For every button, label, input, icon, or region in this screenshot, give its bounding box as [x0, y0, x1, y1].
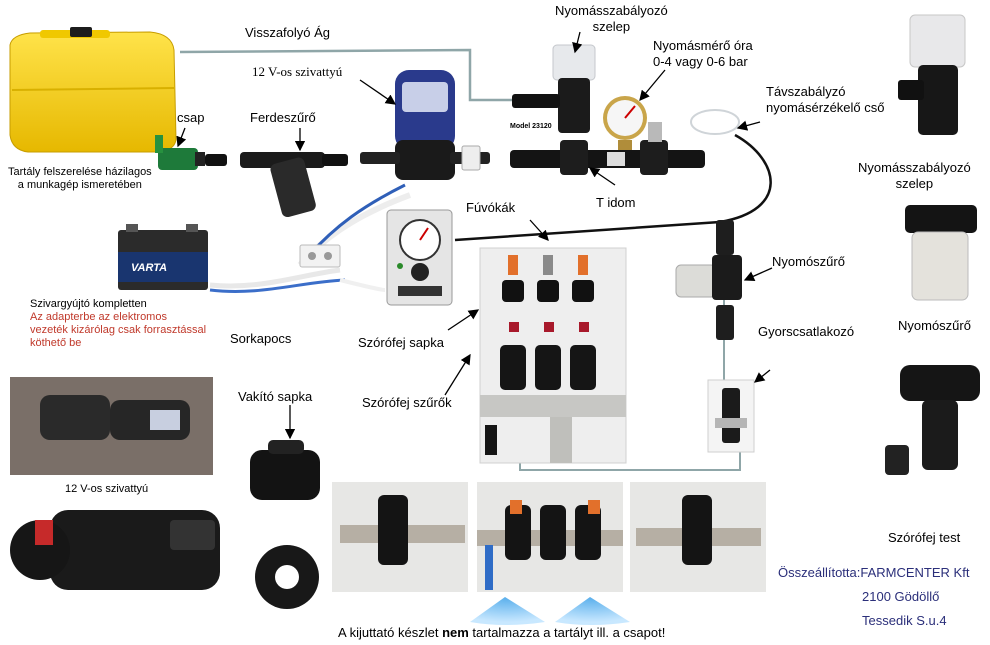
battery-image — [118, 224, 208, 290]
spray-fan-left — [470, 597, 545, 625]
sensor-tube-coil — [690, 109, 740, 135]
tank-image — [9, 27, 177, 153]
pressure-filter-mid-image — [675, 220, 742, 340]
label-nozzle-body: Szórófej test — [888, 530, 961, 545]
inline-filter-image — [240, 152, 348, 218]
label-inline-filter: Ferdeszűrő — [250, 110, 316, 125]
label-battery-set: Szivargyújtó kompletten — [30, 298, 147, 310]
pump-large-image — [10, 510, 220, 590]
credit-line-3: Tessedik S.u.4 — [862, 613, 947, 628]
faucet-image — [155, 135, 227, 170]
leader-arrows — [176, 31, 773, 440]
t-fitting-row — [510, 122, 705, 175]
spray-fan-right — [555, 597, 630, 625]
label-pressure-gauge: Nyomásmérő óra 0-4 vagy 0-6 bar — [653, 38, 753, 69]
label-pump-12v-bottom: 12 V-os szivattyú — [65, 483, 149, 495]
sensor-tube — [454, 133, 772, 242]
cable-blue — [209, 278, 346, 293]
return-branch-hose — [179, 48, 520, 102]
label-terminal-block: Sorkapocs — [230, 331, 292, 346]
quick-coupler-image — [707, 379, 755, 453]
footer-prefix: A kijuttató készlet — [338, 625, 443, 640]
label-pressure-filter-mid: Nyomószűrő — [772, 254, 845, 269]
label-regulator-valve-right: Nyomásszabályozó szelep — [858, 160, 971, 191]
cable-white — [209, 267, 341, 289]
pressure-filter-right-image — [905, 205, 977, 301]
battery-brand-label: VARTA — [131, 262, 168, 274]
pump-top-image — [360, 70, 490, 180]
credit-line-1: Összeállította:FARMCENTER Kft — [778, 565, 970, 580]
cable-to-switch — [339, 278, 386, 292]
label-nozzles: Fúvókák — [466, 200, 516, 215]
label-model-tag: Model 23120 — [510, 123, 552, 130]
label-faucet: csap — [177, 110, 205, 125]
nozzle-board-image — [479, 247, 627, 464]
label-quick-coupler: Gyorscsatlakozó — [758, 324, 855, 339]
mount-photo-1 — [332, 482, 468, 592]
label-return-branch: Visszafolyó Ág — [245, 25, 331, 40]
nozzle-body-right-image — [885, 365, 980, 475]
mount-photo-3 — [630, 482, 766, 592]
footer-note: A kijuttató készlet nem tartalmazza a ta… — [338, 625, 665, 641]
pressure-gauge-image — [603, 96, 647, 152]
label-adapter-note: Az adapterbe az elektromos vezeték kizár… — [30, 311, 207, 349]
footer-suffix: tartalmazza a tartályt ill. a csapot! — [468, 625, 666, 640]
label-t-fitting: T idom — [596, 195, 636, 210]
label-nozzle-filters: Szórófej szűrők — [362, 395, 452, 410]
blind-cap-image — [250, 440, 320, 500]
control-box-image — [386, 209, 453, 306]
label-tank-note: Tartály felszerelése házilagos a munkagé… — [8, 166, 152, 191]
credit-line-2: 2100 Gödöllő — [862, 589, 940, 604]
footer-bold: nem — [442, 625, 469, 640]
regulator-valve-right-image — [898, 14, 966, 135]
mount-photo-2 — [477, 482, 623, 592]
label-pump-12v-top: 12 V-os szivattyú — [252, 64, 343, 79]
pumps-photo-image — [10, 377, 213, 475]
terminal-block-image — [299, 244, 341, 268]
label-remote-sensor-tube: Távszabályzó nyomásérzékelő cső — [766, 84, 885, 115]
label-pressure-filter-right: Nyomószűrő — [898, 318, 971, 333]
washer-image — [255, 545, 319, 609]
label-blind-cap: Vakító sapka — [238, 389, 313, 404]
label-regulator-valve-top: Nyomásszabályozó szelep — [555, 3, 668, 34]
label-nozzle-cap: Szórófej sapka — [358, 335, 444, 350]
